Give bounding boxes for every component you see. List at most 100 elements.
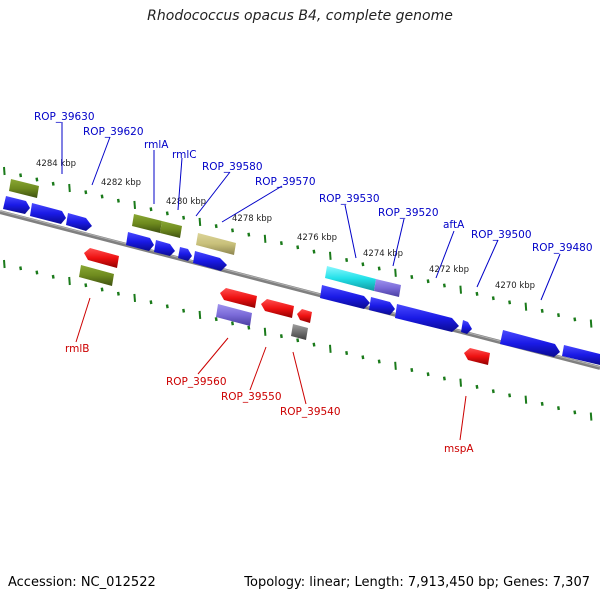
tick-mark bbox=[345, 258, 349, 262]
tick-mark bbox=[573, 410, 577, 415]
tick-mark bbox=[116, 198, 120, 203]
gene-rmlB[interactable] bbox=[84, 248, 119, 268]
tick-mark bbox=[573, 317, 577, 322]
kbp-label: 4280 kbp bbox=[166, 197, 206, 207]
kbp-label: 4278 kbp bbox=[232, 214, 272, 224]
tick-mark bbox=[540, 308, 544, 313]
gene-rop39490[interactable] bbox=[500, 330, 560, 357]
tick-mark bbox=[247, 325, 251, 330]
tick-mark bbox=[231, 321, 234, 326]
gene-rop39630[interactable] bbox=[3, 196, 30, 214]
tick-mark bbox=[377, 359, 381, 364]
tick-mark bbox=[296, 338, 300, 343]
gene-label: ROP_39620 bbox=[83, 126, 144, 138]
tick-mark bbox=[312, 342, 316, 347]
gene-olive-top-1[interactable] bbox=[9, 179, 39, 198]
tick-mark bbox=[475, 291, 479, 296]
gene-rop39480[interactable] bbox=[562, 345, 600, 365]
kbp-label: 4270 kbp bbox=[495, 281, 535, 291]
tick-mark bbox=[19, 266, 23, 271]
tick-mark bbox=[540, 401, 544, 406]
gene-rop39545[interactable] bbox=[297, 309, 312, 323]
tick-mark bbox=[133, 293, 136, 302]
tick-mark bbox=[279, 241, 283, 246]
tick-mark bbox=[35, 270, 39, 275]
gene-cyan[interactable] bbox=[325, 266, 376, 291]
gene-label: ROP_39540 bbox=[280, 406, 341, 418]
gene-features bbox=[3, 179, 600, 365]
gene-rop39500[interactable] bbox=[461, 320, 472, 334]
tick-mark bbox=[426, 372, 430, 377]
tick-mark bbox=[51, 181, 55, 186]
tick-mark bbox=[508, 300, 512, 305]
tick-mark bbox=[329, 251, 332, 260]
tick-mark bbox=[84, 283, 88, 288]
genome-axis bbox=[0, 210, 600, 370]
gene-rop39530[interactable] bbox=[320, 285, 370, 309]
tick-row-top bbox=[3, 166, 593, 328]
tick-mark bbox=[68, 183, 71, 193]
tick-mark bbox=[279, 334, 283, 339]
gene-rmlA[interactable] bbox=[126, 232, 154, 251]
tick-mark bbox=[312, 249, 316, 254]
tick-mark bbox=[182, 308, 186, 313]
kbp-labels: 4284 kbp 4282 kbp 4280 kbp 4278 kbp 4276… bbox=[36, 159, 535, 291]
gene-rop39620[interactable] bbox=[30, 203, 66, 224]
gene-lavender-top[interactable] bbox=[374, 279, 401, 297]
tick-mark bbox=[100, 194, 104, 199]
tick-mark bbox=[100, 287, 104, 292]
tick-mark bbox=[3, 259, 6, 269]
tick-mark bbox=[442, 376, 446, 381]
gene-rop39540[interactable] bbox=[291, 324, 308, 340]
tick-mark bbox=[182, 215, 186, 220]
tick-mark bbox=[149, 300, 153, 305]
tick-mark bbox=[329, 344, 332, 353]
gene-label: rmlB bbox=[65, 343, 89, 355]
tick-mark bbox=[394, 268, 397, 277]
gene-lavender-bottom[interactable] bbox=[216, 304, 252, 326]
gene-olive-top-3[interactable] bbox=[160, 221, 182, 238]
gene-rop39520[interactable] bbox=[369, 297, 395, 315]
gene-labels-plus bbox=[61, 122, 561, 301]
tick-mark bbox=[165, 304, 169, 309]
gene-label: ROP_39570 bbox=[255, 176, 316, 188]
tick-mark bbox=[263, 327, 267, 336]
gene-rop39560[interactable] bbox=[220, 288, 257, 308]
gene-olive-bottom[interactable] bbox=[79, 265, 114, 286]
tick-mark bbox=[51, 274, 55, 279]
gene-tan-top[interactable] bbox=[196, 233, 236, 255]
gene-label: ROP_39560 bbox=[166, 376, 227, 388]
gene-label: rmlC bbox=[172, 149, 197, 161]
tick-mark bbox=[165, 211, 169, 216]
gene-aftA[interactable] bbox=[395, 304, 459, 332]
gene-label: ROP_39580 bbox=[202, 161, 263, 173]
tick-mark bbox=[361, 262, 365, 267]
kbp-label: 4276 kbp bbox=[297, 233, 337, 243]
tick-mark bbox=[263, 234, 267, 243]
tick-mark bbox=[214, 224, 218, 229]
tick-mark bbox=[508, 393, 512, 398]
genome-title: Rhodococcus opacus B4, complete genome bbox=[147, 8, 453, 24]
tick-mark bbox=[35, 177, 39, 182]
genome-axis-highlight bbox=[0, 210, 600, 368]
tick-mark bbox=[361, 355, 365, 360]
tick-mark bbox=[557, 406, 560, 411]
tick-mark bbox=[426, 279, 430, 284]
gene-rmlC[interactable] bbox=[154, 240, 175, 256]
gene-rop39610[interactable] bbox=[66, 213, 92, 231]
tick-mark bbox=[491, 389, 495, 394]
gene-rop39550[interactable] bbox=[261, 299, 294, 318]
tick-mark bbox=[491, 296, 495, 301]
tick-mark bbox=[459, 285, 462, 294]
gene-mspA[interactable] bbox=[464, 348, 490, 365]
gene-rop39580[interactable] bbox=[193, 251, 227, 271]
gene-olive-top-2[interactable] bbox=[132, 214, 162, 233]
kbp-label: 4282 kbp bbox=[101, 178, 141, 188]
gene-rop39590[interactable] bbox=[178, 247, 192, 261]
gene-label: ROP_39530 bbox=[319, 193, 380, 205]
gene-label: ROP_39520 bbox=[378, 207, 439, 219]
tick-mark bbox=[524, 395, 528, 404]
kbp-label: 4274 kbp bbox=[363, 249, 403, 259]
tick-mark bbox=[84, 190, 88, 195]
tick-mark bbox=[410, 368, 414, 372]
